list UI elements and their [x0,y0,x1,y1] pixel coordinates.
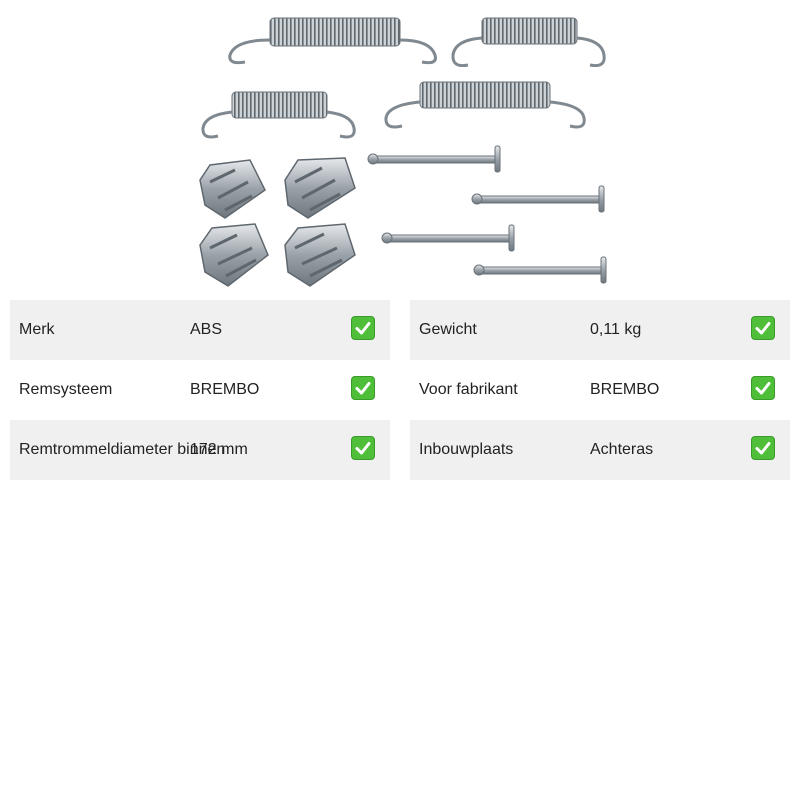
retaining-clip [284,157,356,219]
spec-row-remtrommeldiameter: Remtrommeldiameter binnen 172 mm [10,420,390,480]
product-image [190,10,620,295]
check-icon [751,436,775,460]
spec-table-right: Gewicht 0,11 kg Voor fabrikant BREMBO In… [410,300,790,480]
spec-value: 172 mm [190,441,248,458]
check-icon [351,436,375,460]
spring-medium [451,17,606,67]
spec-value: Achteras [590,441,654,458]
spring-large [228,17,437,65]
spec-row-merk: Merk ABS [10,300,390,360]
check-icon [351,316,375,340]
spec-value: BREMBO [190,381,260,398]
spec-label: Remsysteem [19,381,113,398]
spring-short [201,91,356,139]
retaining-clip [284,223,356,287]
check-icon [751,376,775,400]
spec-row-remsysteem: Remsysteem BREMBO [10,360,390,420]
spec-label: Voor fabrikant [419,381,518,398]
retaining-clip [199,159,266,219]
spec-value: ABS [190,321,223,338]
spec-value: BREMBO [590,381,660,398]
hold-down-pin [473,256,607,284]
spring-long [384,81,586,129]
check-icon [351,376,375,400]
spec-label: Gewicht [419,321,477,338]
spec-label: Inbouwplaats [419,441,514,458]
spec-row-gewicht: Gewicht 0,11 kg [410,300,790,360]
spec-row-inbouwplaats: Inbouwplaats Achteras [410,420,790,480]
spec-value: 0,11 kg [590,321,642,338]
retaining-clip [199,223,269,287]
hold-down-pin [471,185,605,213]
check-icon [751,316,775,340]
brake-spring-kit-image [199,17,607,287]
spec-label: Merk [19,321,55,338]
spec-row-voor-fabrikant: Voor fabrikant BREMBO [410,360,790,420]
hold-down-pin [367,145,501,173]
hold-down-pin [381,224,515,252]
spec-label: Remtrommeldiameter binnen [19,441,226,458]
spec-table-left: Merk ABS Remsysteem BREMBO Remtrommeldia… [10,300,390,480]
